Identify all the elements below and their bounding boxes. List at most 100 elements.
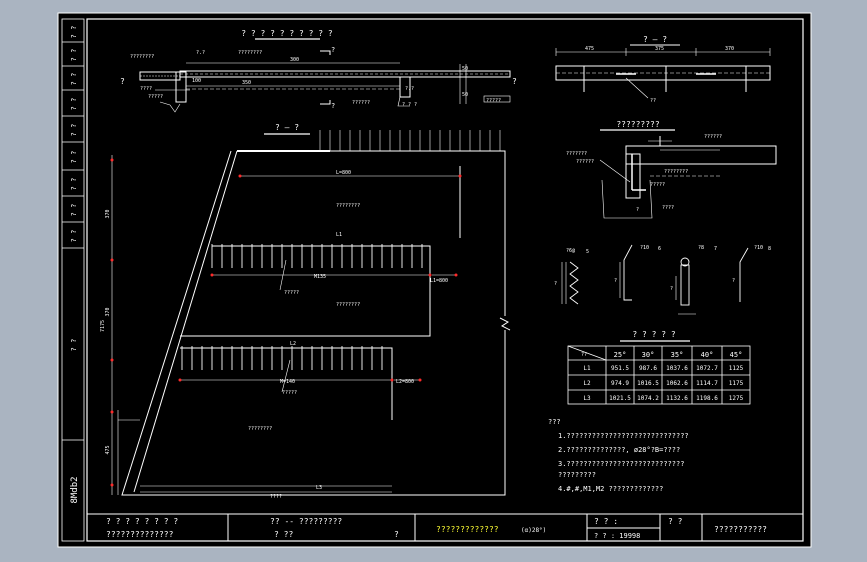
rebar-4-num: 8 (768, 246, 771, 252)
detail-label-4: ???????? (664, 169, 688, 175)
plan-vdim-3: 7175 (100, 320, 106, 332)
tb-cell-1b: ?????????????? (106, 530, 174, 539)
section-top-right: ? — ? 475 375 370 ?? (555, 35, 771, 104)
rebar-1-num: 5 (586, 249, 589, 255)
plan-edge-lower: L2 (290, 341, 296, 347)
side-cell-9: ? ? (70, 230, 78, 243)
side-cell-10: ? ? (70, 339, 78, 352)
table-r1-c1: 974.9 (611, 380, 629, 387)
detail-label-6: ????? (650, 182, 665, 188)
tl-label-2: ???????? (238, 50, 262, 56)
plan-dim-5: ????? (284, 290, 299, 296)
rebar-4-tag: ?10 (754, 245, 763, 251)
main-title: ? ? ? ? ? ? ? ? ? ? (241, 29, 333, 38)
tl-label-1: ???????? (130, 54, 154, 60)
side-cell-7: ? ? (70, 178, 78, 191)
tb-cell-4a: ? ? : (594, 517, 618, 526)
rebar-shapes (561, 244, 749, 315)
plan-cut-label: ? — ? (275, 123, 299, 132)
table-r0-c3: 1037.6 (666, 365, 688, 372)
table-r1-c3: 1062.6 (666, 380, 688, 387)
tr-dim-3: 370 (725, 46, 734, 52)
detail-section: ????????? ?????? ??????? ?????? ????????… (566, 120, 777, 219)
tr-label: ?? (650, 98, 656, 104)
table-r2-c4: 1198.6 (696, 395, 718, 402)
tl-dim-4: 50 (462, 92, 468, 98)
main-plan: ? — ? (100, 123, 511, 500)
plan-vdim-4: 475 (105, 445, 111, 454)
rebar-2-note: ? (614, 278, 617, 284)
rebar-1-tag: ?6@ (566, 248, 575, 254)
tb-cell-5: ? ? (668, 517, 683, 526)
svg-text:?: ? (120, 77, 125, 86)
rebar-3-tag: ?8 (698, 245, 704, 251)
plan-label-2: ???????? (336, 302, 360, 308)
drawing-code: 8Mdb2 (70, 476, 80, 503)
detail-label-2: ??????? (566, 151, 587, 157)
side-cell-6: ? ? (70, 151, 78, 164)
tl-dim-5: 100 (192, 78, 201, 84)
tl-dim-2: 350 (242, 80, 251, 86)
table-r2-c3: 1132.6 (666, 395, 688, 402)
side-cell-4: ? ? (70, 98, 78, 111)
angle-length-table: ? ? ? ? ? ?? 25° 30° 35° 40° 45° L1 951.… (567, 330, 751, 405)
detail-label-1: ?????? (704, 134, 722, 140)
side-strip (61, 18, 85, 542)
rebar-2-num: 6 (658, 246, 661, 252)
plan-vdim-2: 370 (105, 307, 111, 316)
tr-title: ? — ? (643, 35, 667, 44)
tb-cell-4b: ? ? : 19998 (594, 532, 640, 540)
plan-edge-bottom: L3 (316, 485, 322, 491)
tb-cell-3b: (α)28°) (521, 527, 546, 534)
rebar-4-note: ? (732, 278, 735, 284)
table-h-4: 40° (701, 351, 714, 359)
table-r1-c4: 1114.7 (696, 380, 718, 387)
plan-edge-top: L=800 (336, 170, 351, 176)
notes-line-3: 3.???????????????????????????? (558, 460, 684, 468)
table-r0-c2: 987.6 (639, 365, 657, 372)
plan-dim-1: M135 (314, 274, 326, 280)
side-cell-2: ? ? (70, 49, 78, 62)
table-r2-c2: 1074.2 (637, 395, 659, 402)
plan-label-1: ???????? (336, 203, 360, 209)
plan-label-3: ???????? (248, 426, 272, 432)
tb-cell-2a: ?? -- ????????? (270, 517, 342, 526)
rebar-3-note: ? (670, 286, 673, 292)
table-r1-c2: 1016.5 (637, 380, 659, 387)
rebar-2-tag: ?10 (640, 245, 649, 251)
tl-label-4: ???? (140, 86, 152, 92)
title-block: ? ? ? ? ? ? ? ? ?????????????? ?? -- ???… (87, 513, 803, 541)
plan-dim-7: ???? (270, 494, 282, 500)
tb-cell-2b: ? ?? (274, 530, 293, 539)
notes-heading: ??? (548, 418, 561, 426)
tb-cell-2c: ? (394, 530, 399, 539)
plan-dim-4: M=140 (280, 379, 295, 385)
tb-cell-6: ??????????? (714, 525, 767, 534)
table-h-5: 45° (730, 351, 743, 359)
table-h-1: 25° (614, 351, 627, 359)
detail-title: ????????? (616, 120, 660, 129)
detail-label-3: ?????? (576, 159, 594, 165)
svg-text:?: ? (512, 77, 517, 86)
notes-line-2: 2.??????????????, ø28°?B=???? (558, 446, 680, 454)
detail-label-7: ? (636, 207, 639, 213)
tr-dim-1: 475 (585, 46, 594, 52)
tl-label-8: ?.? (196, 50, 205, 56)
table-r2-c1: 1021.5 (609, 395, 631, 402)
plan-dim-3: L2=800 (396, 379, 414, 385)
side-cell-5: ? ? (70, 124, 78, 137)
section-top-left: ? ? ? ? ? ? ? ? ? ? ? ? ? ? ???????? ???… (120, 29, 517, 113)
side-cell-3: ? ? (70, 73, 78, 86)
detail-label-5: ???? (662, 205, 674, 211)
table-title: ? ? ? ? ? (632, 330, 676, 339)
table-r0-c4: 1072.7 (696, 365, 718, 372)
plan-dim-2: L1=800 (430, 278, 448, 284)
side-cell-1: ? ? (70, 26, 78, 39)
tl-label-9: ?.? (405, 86, 414, 92)
tb-cell-1a: ? ? ? ? ? ? ? ? (106, 517, 178, 526)
plan-dim-6: ????? (282, 390, 297, 396)
tl-label-3: ?????? (352, 100, 370, 106)
table-h-3: 35° (671, 351, 684, 359)
table-r0-c1: 951.5 (611, 365, 629, 372)
inner-border (86, 18, 804, 542)
